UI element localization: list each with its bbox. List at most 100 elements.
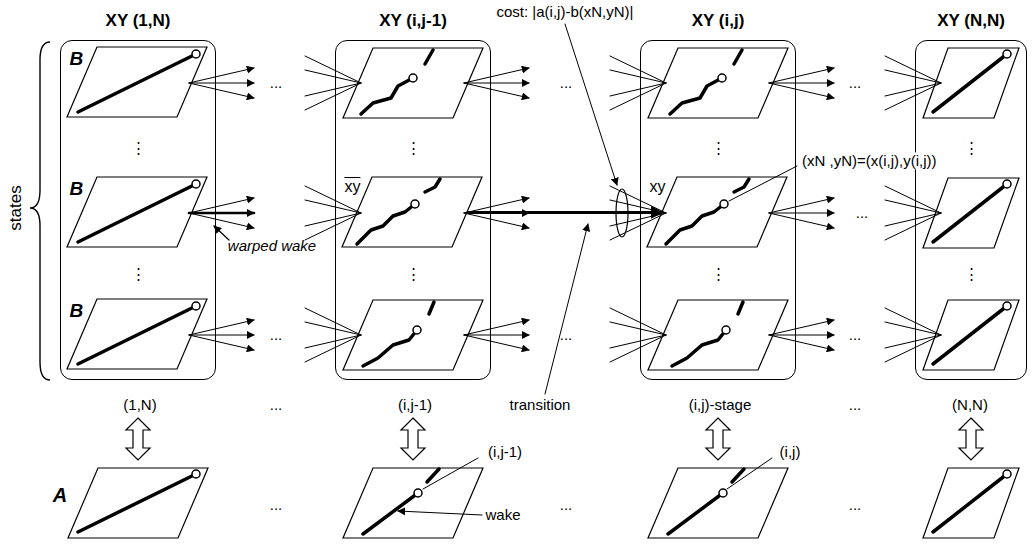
state-plane: B	[67, 177, 207, 247]
warped-wake-line	[734, 50, 742, 64]
state-label: B	[69, 178, 83, 200]
state-outline	[67, 177, 207, 247]
transition-arrow	[189, 213, 254, 228]
transition-line	[610, 322, 666, 335]
transition-line	[885, 335, 941, 348]
correspondence-arrow	[959, 418, 983, 460]
state-plane	[923, 300, 1019, 370]
annotation: ...	[560, 496, 573, 513]
wake-line	[933, 54, 1007, 112]
state-plane	[343, 468, 483, 538]
transition-line	[305, 56, 361, 83]
transition-line	[610, 213, 666, 240]
wake-line	[933, 306, 1007, 364]
annotation: ⋮	[964, 265, 979, 282]
transition-line	[610, 335, 666, 348]
state-plane	[648, 300, 788, 370]
leader-line	[727, 458, 772, 489]
transition-arrow	[769, 198, 834, 213]
stage-title: XY (1,N)	[61, 11, 215, 31]
wake-head	[192, 180, 200, 188]
leader-line	[214, 226, 229, 240]
leader-line	[398, 511, 482, 515]
annotation: (N,N)	[952, 396, 988, 413]
transition-line	[885, 186, 941, 213]
correspondence-arrow	[706, 418, 730, 460]
transition-line	[885, 308, 941, 335]
transition-line	[610, 83, 666, 110]
transition-line	[610, 335, 666, 362]
state-label: xy	[649, 178, 665, 196]
state-label: B	[69, 300, 83, 322]
wake-head	[718, 74, 726, 82]
annotation: wake	[485, 506, 520, 523]
correspondence-arrow	[401, 418, 425, 460]
transition-arrow	[189, 83, 254, 98]
transition-arrow	[464, 198, 529, 213]
annotation: (i,j-1)	[488, 443, 522, 460]
wake-line	[732, 469, 744, 482]
annotation: ...	[560, 326, 573, 343]
annotation: ...	[270, 396, 283, 413]
annotation: transition	[510, 396, 571, 413]
state-outline	[67, 47, 207, 117]
warped-wake-line	[425, 179, 440, 192]
transition-line	[885, 213, 941, 226]
state-label: B	[69, 48, 83, 70]
wake-line	[78, 474, 196, 532]
transition-arrow	[189, 68, 254, 83]
transition-arrow	[769, 83, 834, 98]
states-brace	[30, 42, 50, 380]
transition-line	[610, 83, 666, 96]
transition-line	[885, 200, 941, 213]
annotation: ...	[270, 74, 283, 91]
leader-line	[545, 224, 588, 394]
annotation: cost: |a(i,j)-b(xN,yN)|	[497, 3, 634, 20]
transition-line	[885, 83, 941, 110]
warped-wake-line	[670, 78, 722, 114]
state-outline	[67, 299, 207, 369]
transition-arrow	[464, 335, 529, 350]
warped-wake-line	[666, 204, 724, 244]
wake-head	[719, 489, 727, 497]
annotation: ⋮	[711, 139, 726, 156]
stage-title: XY (i,j)	[641, 11, 795, 31]
transition-line	[885, 335, 941, 362]
transition-arrow	[464, 335, 529, 336]
transition-arrow	[769, 213, 834, 214]
annotation: ⋮	[711, 265, 726, 282]
transition-line	[885, 70, 941, 83]
state-plane	[648, 468, 788, 538]
state-plane: xy	[647, 177, 787, 247]
annotation: (1,N)	[123, 396, 156, 413]
transition-line	[305, 335, 361, 348]
transition-line	[305, 335, 361, 362]
warped-wake-line	[361, 78, 413, 114]
wake-line	[933, 474, 1007, 532]
transition-line	[305, 83, 361, 96]
annotation: warped wake	[228, 237, 316, 254]
transition-arrow	[769, 320, 834, 335]
annotation: ⋮	[964, 139, 979, 156]
transition-line	[610, 308, 666, 335]
transition-arrow	[467, 211, 662, 214]
state-outline	[67, 299, 207, 369]
state-plane	[923, 48, 1019, 118]
transition-arrow	[464, 83, 529, 84]
wake-head	[722, 326, 730, 334]
transition-line	[885, 56, 941, 83]
transition-arrow	[189, 320, 254, 335]
wake-line	[78, 306, 196, 364]
wake-head	[409, 74, 417, 82]
wake-head	[1003, 470, 1011, 478]
transition-line	[610, 56, 666, 83]
annotation: ...	[849, 496, 862, 513]
transition-arrow	[464, 320, 529, 335]
annotation: ...	[849, 74, 862, 91]
state-outline	[67, 47, 207, 117]
annotation: (i,j)	[780, 443, 801, 460]
transition-arrow	[464, 68, 529, 83]
